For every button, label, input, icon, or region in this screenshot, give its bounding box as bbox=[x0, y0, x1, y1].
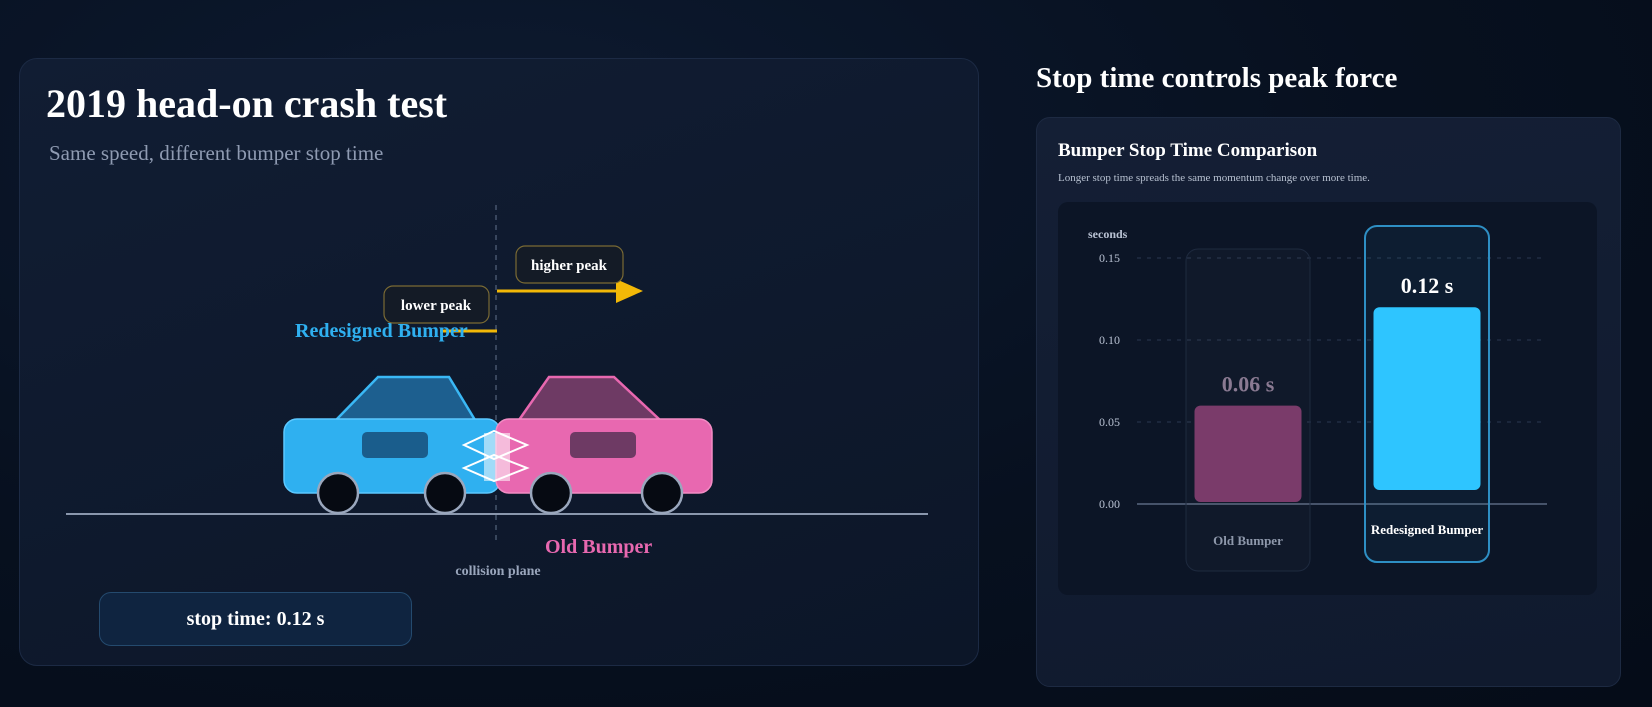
crash-scene-illustration: Redesigned Bumper lower peak higher peak… bbox=[66, 205, 928, 579]
lower-peak-label: lower peak bbox=[401, 298, 472, 314]
scene-subtitle: Same speed, different bumper stop time bbox=[49, 141, 384, 165]
x-tick-label: Redesigned Bumper bbox=[1371, 522, 1484, 537]
y-tick-label: 0.05 bbox=[1099, 415, 1120, 429]
chart-subtitle: Longer stop time spreads the same moment… bbox=[1058, 172, 1370, 184]
crumple-zone bbox=[461, 429, 530, 483]
bar-redesigned-bumper bbox=[1373, 307, 1481, 490]
stop-time-readout: stop time: 0.12 s bbox=[99, 592, 412, 646]
higher-peak-tag bbox=[515, 245, 624, 284]
crash-scene-card bbox=[19, 58, 979, 666]
higher-peak-label: higher peak bbox=[531, 258, 608, 274]
bar-value-label: 0.06 s bbox=[1222, 372, 1275, 397]
x-tick-label: Old Bumper bbox=[1213, 533, 1283, 548]
old-bumper-car bbox=[495, 375, 713, 515]
bar-highlight-frame bbox=[1185, 248, 1311, 572]
old-bumper-label: Old Bumper bbox=[545, 536, 652, 558]
right-panel-title: Stop time controls peak force bbox=[1036, 62, 1398, 94]
lower-peak-tag bbox=[383, 285, 490, 324]
y-axis-label: seconds bbox=[1088, 227, 1128, 241]
collision-plane-label: collision plane bbox=[455, 564, 540, 579]
chart-plot-area bbox=[1058, 202, 1597, 595]
redesigned-bumper-label: Redesigned Bumper bbox=[295, 320, 468, 342]
scene-title: 2019 head-on crash test bbox=[46, 81, 448, 126]
y-tick-label: 0.10 bbox=[1099, 333, 1120, 347]
y-tick-label: 0.15 bbox=[1099, 251, 1120, 265]
stop-time-readout-text: stop time: 0.12 s bbox=[186, 607, 325, 630]
chart-title: Bumper Stop Time Comparison bbox=[1058, 140, 1318, 161]
bar-old-bumper bbox=[1194, 405, 1302, 502]
bar-value-label: 0.12 s bbox=[1401, 273, 1454, 298]
y-tick-label: 0.00 bbox=[1099, 497, 1120, 511]
redesigned-bumper-car bbox=[283, 375, 501, 515]
